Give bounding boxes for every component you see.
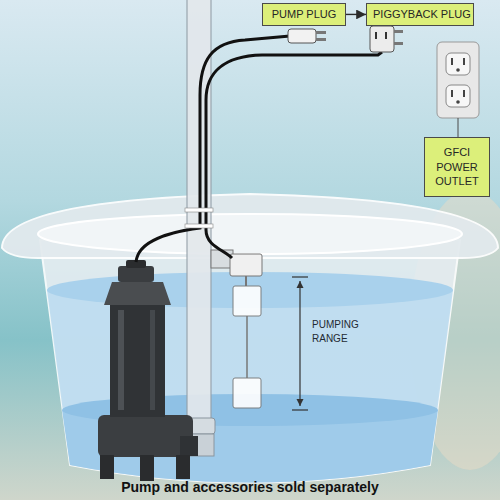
sump-pump	[98, 415, 193, 457]
outlet-icon	[451, 90, 453, 97]
pump-plug-icon	[316, 31, 326, 34]
sump-basin	[38, 214, 462, 254]
sump-pump	[118, 310, 124, 410]
connector-arrow	[346, 14, 366, 15]
leader-line	[458, 118, 459, 137]
outlet-label: GFCI POWER OUTLET	[424, 137, 490, 197]
sump-pump	[98, 260, 198, 481]
water	[47, 290, 453, 483]
float-switch	[246, 316, 248, 378]
outlet-icon	[463, 58, 465, 65]
label-text: PUMP PLUG	[269, 7, 339, 22]
leader-line	[458, 118, 459, 137]
float-switch	[230, 254, 262, 276]
sump-basin	[2, 194, 498, 258]
power-cords	[136, 36, 290, 262]
power-cords	[206, 52, 382, 258]
cable-tie	[185, 208, 213, 212]
plug-label: PIGGYBACK PLUG	[366, 3, 474, 26]
range-bracket	[292, 409, 308, 410]
sump-pump	[118, 266, 154, 282]
piggyback-plug-icon	[370, 26, 403, 52]
sump-pump	[110, 305, 165, 417]
outlet-icon	[463, 90, 465, 97]
outlet-icon	[446, 53, 470, 75]
water	[47, 272, 453, 483]
sump-basin	[2, 194, 498, 483]
pump-plug-icon	[288, 29, 326, 43]
outlet-icon	[451, 58, 453, 65]
range-bracket	[292, 276, 308, 277]
range-bracket	[299, 281, 300, 406]
sump-basin	[40, 240, 460, 483]
float-switch	[245, 276, 247, 286]
float-switch	[233, 286, 261, 316]
cable-tie	[185, 224, 213, 228]
piggyback-plug-icon	[394, 30, 403, 33]
float-switch	[233, 378, 261, 408]
power-cords	[136, 36, 382, 262]
outlet-icon	[446, 85, 470, 107]
outlet-icon	[437, 42, 479, 118]
plug-label: PUMP PLUG	[262, 3, 346, 26]
pump-plug-icon	[288, 29, 316, 43]
sump-pump	[176, 455, 190, 479]
sump-pump	[104, 282, 171, 305]
cable-tie	[185, 208, 213, 228]
outlet-icon	[437, 42, 479, 118]
piggyback-plug-icon	[394, 42, 403, 45]
range-label: PUMPING RANGE	[312, 318, 378, 345]
outlet-icon	[456, 68, 460, 72]
label-text: PIGGYBACK PLUG	[373, 7, 467, 22]
sump-pump	[150, 310, 155, 410]
sump-pump	[180, 436, 198, 456]
sump-pump	[140, 455, 154, 481]
discharge-pipe	[183, 0, 215, 456]
piggyback-plug-icon	[370, 26, 394, 52]
piggyback-plug-icon	[375, 32, 377, 39]
range-bracket	[292, 277, 308, 410]
label-text: GFCI POWER OUTLET	[431, 145, 483, 190]
piggyback-plug-icon	[385, 32, 387, 39]
caption: Pump and accessories sold separately	[0, 479, 500, 495]
outlet-icon	[456, 100, 460, 104]
float-switch	[211, 250, 262, 408]
sump-pump	[100, 455, 114, 479]
pump-plug-icon	[316, 38, 326, 41]
